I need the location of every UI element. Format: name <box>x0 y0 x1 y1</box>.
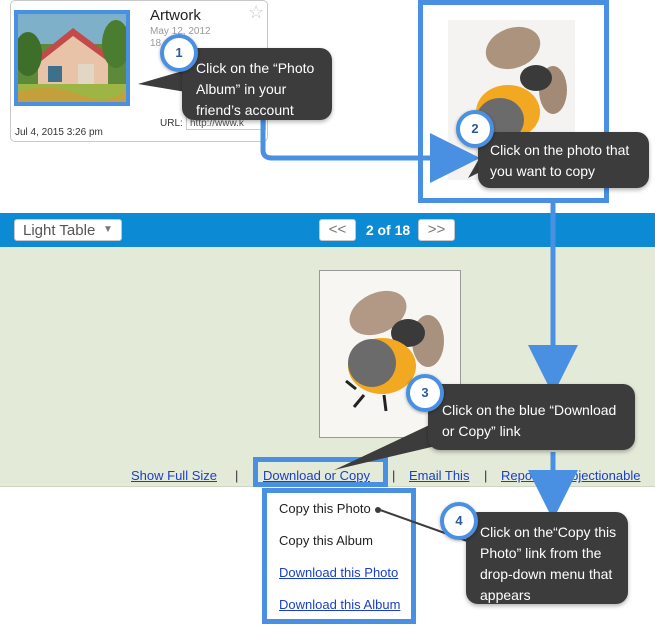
photo-position-indicator: 2 of 18 <box>365 222 411 238</box>
step-4-callout: Click on the“Copy this Photo” link from … <box>466 512 628 604</box>
step-4-badge: 4 <box>440 502 478 540</box>
album-updated-timestamp: Jul 4, 2015 3:26 pm <box>15 127 103 138</box>
step-3-text: Click on the blue “Download or Copy” lin… <box>442 402 617 439</box>
separator: | <box>235 468 239 483</box>
step-1-callout: Click on the “Photo Album” in your frien… <box>182 48 332 120</box>
step-4-text: Click on the“Copy this Photo” link from … <box>480 524 617 603</box>
download-or-copy-link[interactable]: Download or Copy <box>263 468 370 483</box>
album-thumbnail[interactable] <box>14 10 130 106</box>
album-date: May 12, 2012 <box>150 26 211 37</box>
copy-this-album-item[interactable]: Copy this Album <box>279 533 373 548</box>
separator: | <box>392 468 396 483</box>
download-this-album-item[interactable]: Download this Album <box>279 597 401 612</box>
step-2-callout: Click on the photo that you want to copy <box>478 132 649 188</box>
email-this-link[interactable]: Email This <box>409 468 470 483</box>
album-title[interactable]: Artwork <box>150 7 201 24</box>
light-table-dropdown[interactable]: Light Table <box>14 219 122 241</box>
show-full-size-link[interactable]: Show Full Size <box>131 468 217 483</box>
step-1-text: Click on the “Photo Album” in your frien… <box>196 60 315 118</box>
step-1-badge: 1 <box>160 34 198 72</box>
download-or-copy-highlight <box>253 457 388 487</box>
download-copy-dropdown: Copy this Photo Copy this Album Download… <box>262 488 416 624</box>
step-3-badge: 3 <box>406 374 444 412</box>
album-url-label: URL: <box>160 118 183 129</box>
step-3-callout: Click on the blue “Download or Copy” lin… <box>428 384 635 450</box>
report-objectionable-link[interactable]: Report as Objectionable <box>501 468 641 483</box>
copy-this-photo-item[interactable]: Copy this Photo <box>279 501 371 516</box>
step-2-text: Click on the photo that you want to copy <box>490 142 630 179</box>
next-photo-button[interactable]: >> <box>418 219 455 241</box>
separator: | <box>484 468 488 483</box>
download-this-photo-item[interactable]: Download this Photo <box>279 565 399 580</box>
caret-down-icon[interactable]: ▼ <box>103 224 113 235</box>
star-icon[interactable]: ☆ <box>248 2 265 22</box>
previous-photo-button[interactable]: << <box>319 219 356 241</box>
step-2-badge: 2 <box>456 110 494 148</box>
